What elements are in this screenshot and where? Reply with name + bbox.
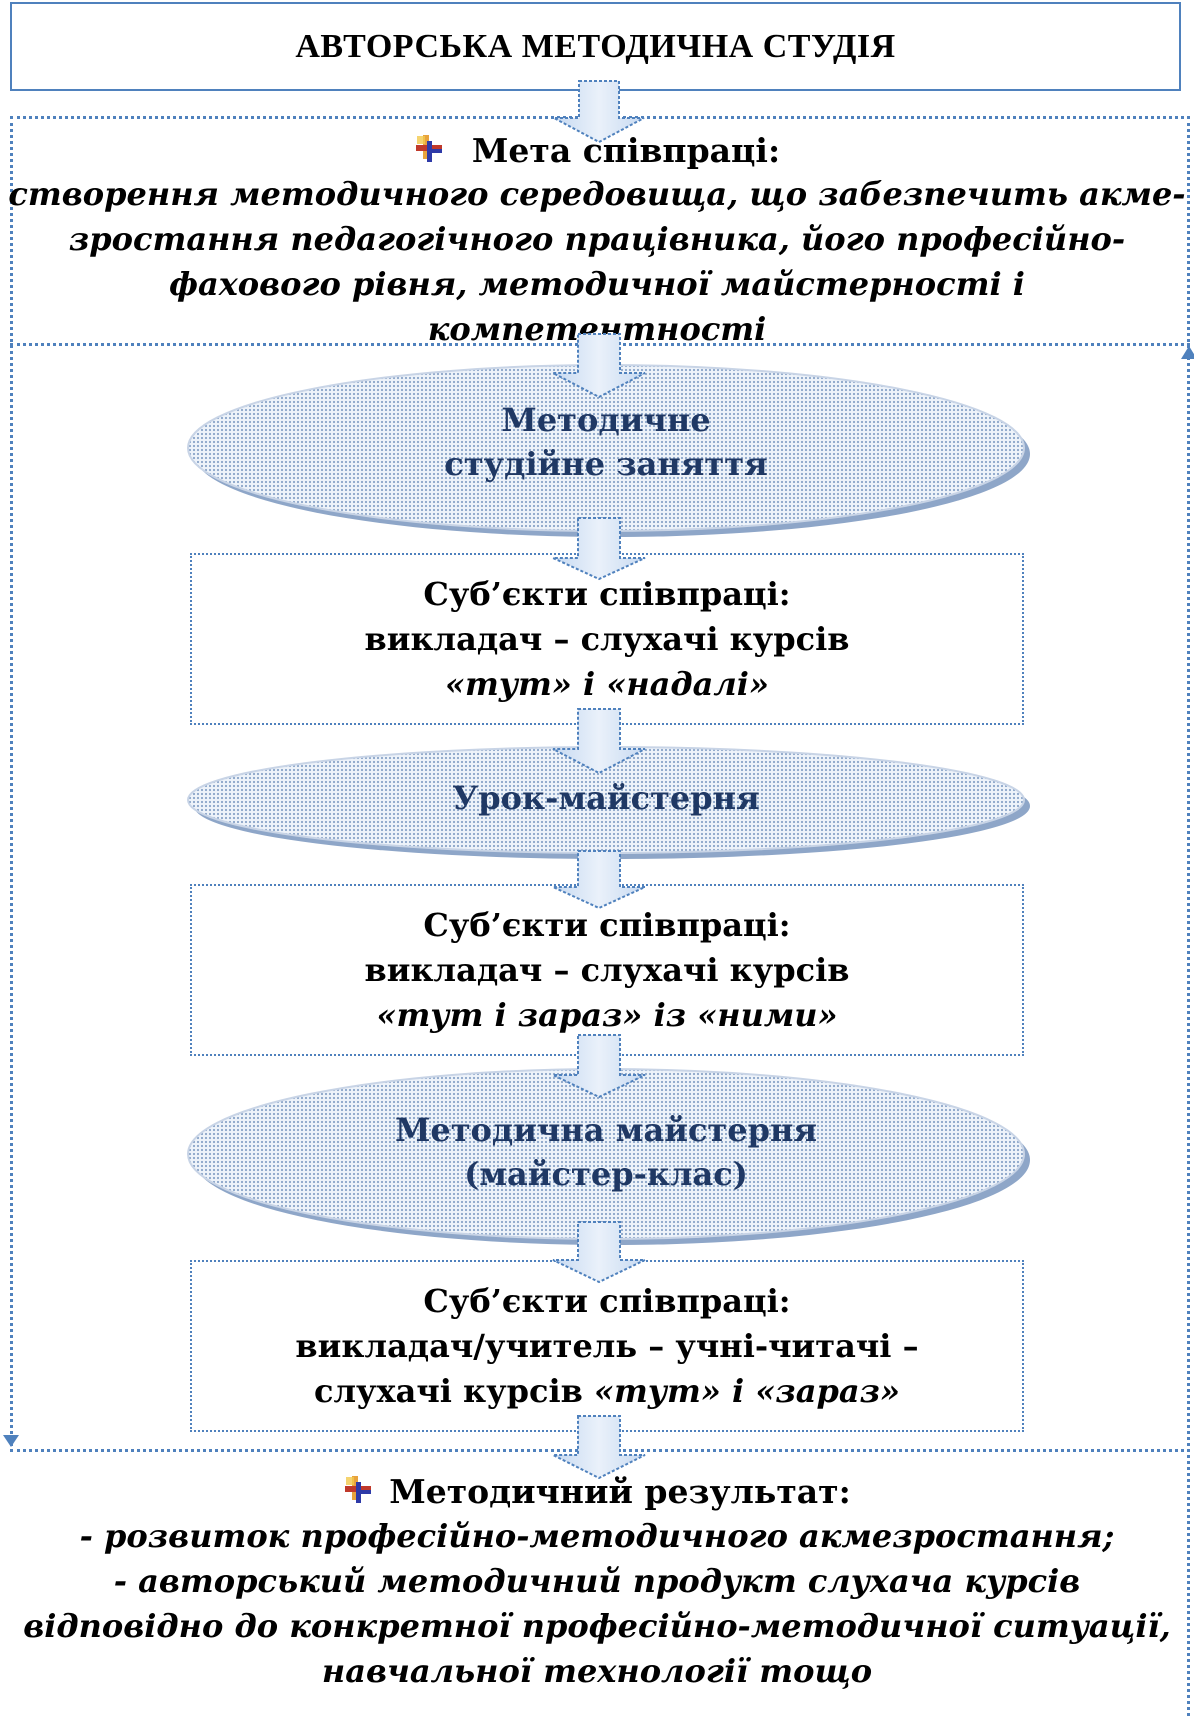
subjects-line: викладач – слухачі курсів	[364, 619, 850, 658]
down-arrow-icon	[552, 850, 646, 910]
subjects-heading: Суб’єкти співпраці:	[423, 574, 791, 613]
stage-1-title: Методичне студійне заняття	[190, 398, 1022, 486]
subjects-italic-line: «тут» і «надалі»	[445, 664, 769, 703]
left-frame-line	[10, 116, 13, 1446]
down-arrow-icon	[552, 517, 646, 581]
result-text-line: відповідно до конкретної професійно-мето…	[23, 1607, 1171, 1645]
goal-text-line: фахового рівня, методичної майстерності …	[169, 265, 1025, 348]
left-down-arrowhead-icon	[3, 1435, 19, 1447]
result-text-line: навчальної технології тощо	[321, 1652, 873, 1690]
stage-title-line: (майстер-клас)	[464, 1155, 748, 1193]
subjects-line: викладач/учитель – учні-читачі –	[295, 1326, 919, 1365]
subjects-line-plain: слухачі курсів	[313, 1371, 595, 1410]
subjects-heading: Суб’єкти співпраці:	[423, 1281, 791, 1320]
result-text-line: - авторський методичний продукт слухача …	[113, 1562, 1081, 1600]
goal-text-line: зростання педагогічного працівника, його…	[68, 220, 1126, 258]
subjects-line: викладач – слухачі курсів	[364, 950, 850, 989]
goal-text-line: створення методичного середовища, що заб…	[8, 175, 1186, 213]
subjects-italic-line: «тут і зараз» із «ними»	[376, 995, 838, 1034]
stage-title-line: Методичне	[501, 401, 711, 439]
down-arrow-icon	[552, 1221, 646, 1284]
down-arrow-icon	[553, 80, 645, 144]
stage-2-title: Урок-майстерня	[190, 776, 1022, 820]
result-text-line: - розвиток професійно-методичного акмезр…	[79, 1517, 1115, 1555]
flag-bullet-icon	[343, 1472, 373, 1511]
down-arrow-icon	[552, 1034, 646, 1099]
stage-title-line: студійне заняття	[444, 445, 768, 483]
right-up-arrowhead-icon	[1181, 346, 1194, 359]
goal-heading: Мета співпраці:	[471, 130, 781, 170]
stage-title-line: Урок-майстерня	[452, 779, 760, 817]
stage-title-line: Методична майстерня	[394, 1111, 818, 1149]
result-block: Методичний результат: - розвиток професі…	[0, 1468, 1194, 1694]
subjects-box-1: Суб’єкти співпраці: викладач – слухачі к…	[190, 553, 1024, 725]
subjects-line-italic: «тут» і «зараз»	[594, 1371, 901, 1410]
down-arrow-icon	[552, 1415, 646, 1480]
subjects-box-2: Суб’єкти співпраці: викладач – слухачі к…	[190, 884, 1024, 1056]
flag-bullet-icon	[414, 131, 444, 170]
goal-block: Мета співпраці: створення методичного се…	[0, 128, 1194, 352]
down-arrow-icon	[552, 333, 646, 399]
right-frame-line	[1187, 116, 1190, 1716]
subjects-line-2: слухачі курсів «тут» і «зараз»	[314, 1369, 900, 1414]
subjects-heading: Суб’єкти співпраці:	[423, 905, 791, 944]
result-heading: Методичний результат:	[389, 1471, 851, 1511]
subjects-box-3: Суб’єкти співпраці: викладач/учитель – у…	[190, 1260, 1024, 1432]
down-arrow-icon	[552, 708, 646, 775]
stage-3-title: Методична майстерня (майстер-клас)	[190, 1108, 1022, 1196]
